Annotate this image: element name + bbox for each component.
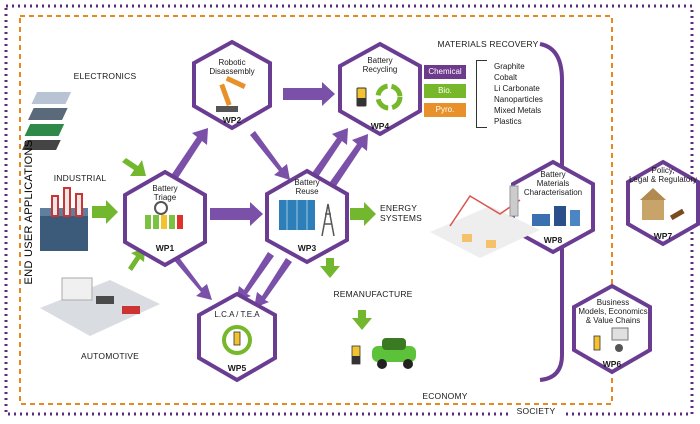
electronics-label: ELECTRONICS	[73, 71, 137, 81]
arrow-wp2-wp3	[250, 131, 290, 180]
wp7-code: WP7	[653, 231, 673, 241]
material-plastics: Plastics	[494, 117, 522, 126]
method-pyro: Pyro.	[424, 103, 466, 117]
method-chemical: Chemical	[424, 65, 466, 79]
remanufacture-label: REMANUFACTURE	[333, 289, 413, 299]
arrow-wp3-remanufacture	[320, 258, 340, 278]
wp4-code: WP4	[370, 121, 390, 131]
wp6-title: Business Models, Economics & Value Chain…	[578, 298, 648, 326]
arrow-electronics-wp1	[122, 158, 146, 176]
arrow-wp1-wp5	[167, 248, 212, 300]
energy-systems-icon	[430, 185, 540, 258]
arrow-wp3-wp5-b	[254, 258, 292, 308]
wp8-code: WP8	[543, 235, 563, 245]
material-mixed-metals: Mixed Metals	[494, 106, 542, 115]
wp7-icon	[640, 188, 685, 221]
end-user-applications-label: END USER APPLICATIONS	[23, 139, 35, 285]
arrow-industrial-wp1	[92, 200, 118, 224]
wp1-code: WP1	[155, 243, 175, 253]
arrow-wp2-wp4	[283, 82, 335, 106]
industrial-label: INDUSTRIAL	[53, 173, 107, 183]
arrow-automotive-wp1	[128, 248, 145, 271]
society-label: SOCIETY	[508, 406, 564, 417]
wp1-title: Battery Triage	[152, 184, 178, 203]
wp3-title: Battery Reuse	[294, 178, 320, 197]
wp1-icon	[145, 201, 183, 229]
flow-arrows	[167, 82, 368, 308]
arrow-wp3-wp4-a	[310, 128, 348, 180]
materials-brace	[476, 60, 487, 128]
wp5-code: WP5	[227, 363, 247, 373]
method-bio: Bio.	[424, 84, 466, 98]
car-icon	[351, 338, 416, 369]
robot-arm-icon	[216, 75, 246, 112]
electronics-icon	[22, 92, 72, 150]
wp7-title: Policy, Legal & Regulatory	[628, 166, 698, 185]
wp4-icon	[356, 83, 403, 111]
economy-label: ECONOMY	[410, 391, 480, 402]
wp6-code: WP6	[602, 359, 622, 369]
arrow-remanufacture-car	[352, 310, 372, 330]
material-nanoparticles: Nanoparticles	[494, 95, 543, 104]
wp5-icon	[222, 325, 252, 355]
wp3-icon	[279, 200, 335, 237]
arrow-wp3-wp4-b	[330, 134, 368, 186]
arrow-wp1-wp2	[170, 128, 208, 181]
material-cobalt: Cobalt	[494, 73, 518, 82]
energy-systems-label: ENERGY SYSTEMS	[380, 203, 423, 223]
wp2-code: WP2	[222, 115, 242, 125]
arrow-wp3-wp5-a	[236, 252, 274, 302]
material-li-carbonate: Li Carbonate	[494, 84, 540, 93]
automotive-label: AUTOMOTIVE	[80, 351, 140, 361]
wp2-title: Robotic Disassembly	[209, 58, 255, 77]
wp8-title: Battery Materials Characterisation	[523, 170, 583, 198]
arrow-wp3-energy	[350, 202, 376, 226]
wp5-title: L.C.A / T.E.A	[214, 310, 260, 319]
wp3-code: WP3	[297, 243, 317, 253]
economy-border	[19, 15, 613, 405]
wp2-hexagon	[192, 39, 272, 131]
wp6-icon	[593, 327, 629, 352]
materials-recovery-label: MATERIALS RECOVERY	[437, 39, 539, 49]
wp8-icon	[532, 206, 580, 226]
arrow-wp1-wp3	[210, 202, 263, 226]
material-graphite: Graphite	[494, 62, 525, 71]
green-arrows	[92, 158, 376, 330]
automotive-icon	[40, 277, 160, 336]
industrial-icon	[40, 187, 88, 251]
wp4-title: Battery Recycling	[362, 56, 398, 75]
